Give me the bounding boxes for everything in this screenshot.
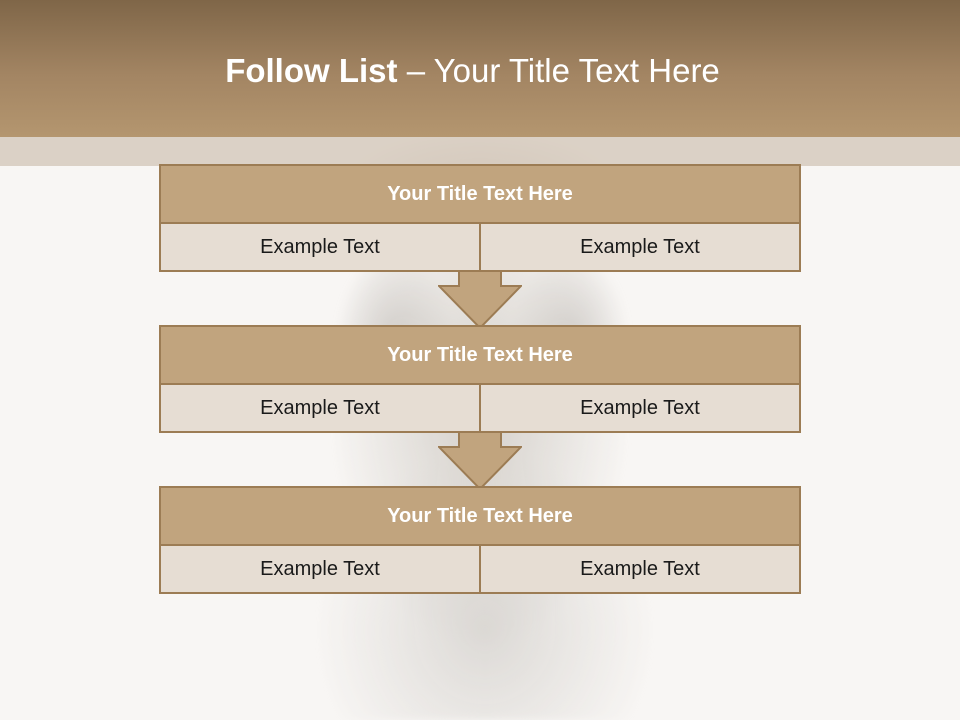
block-title: Your Title Text Here xyxy=(161,327,799,385)
down-arrow-icon xyxy=(438,270,522,330)
down-arrow-icon xyxy=(438,431,522,491)
block-title: Your Title Text Here xyxy=(161,166,799,224)
block-cell-right: Example Text xyxy=(479,224,799,270)
list-block-3: Your Title Text Here Example Text Exampl… xyxy=(159,486,801,594)
list-block-1: Your Title Text Here Example Text Exampl… xyxy=(159,164,801,272)
block-cell-right: Example Text xyxy=(479,546,799,592)
block-cell-left: Example Text xyxy=(161,385,479,431)
header-bar xyxy=(0,0,960,137)
slide-title-bold: Follow List xyxy=(225,52,398,89)
block-cell-left: Example Text xyxy=(161,224,479,270)
block-cell-right: Example Text xyxy=(479,385,799,431)
block-cell-left: Example Text xyxy=(161,546,479,592)
block-row: Example Text Example Text xyxy=(161,224,799,270)
slide-title-rest: – Your Title Text Here xyxy=(397,52,720,89)
list-block-2: Your Title Text Here Example Text Exampl… xyxy=(159,325,801,433)
slide-title: Follow List – Your Title Text Here xyxy=(0,52,945,90)
header-strip xyxy=(0,137,960,166)
block-title: Your Title Text Here xyxy=(161,488,799,546)
block-row: Example Text Example Text xyxy=(161,385,799,431)
block-row: Example Text Example Text xyxy=(161,546,799,592)
